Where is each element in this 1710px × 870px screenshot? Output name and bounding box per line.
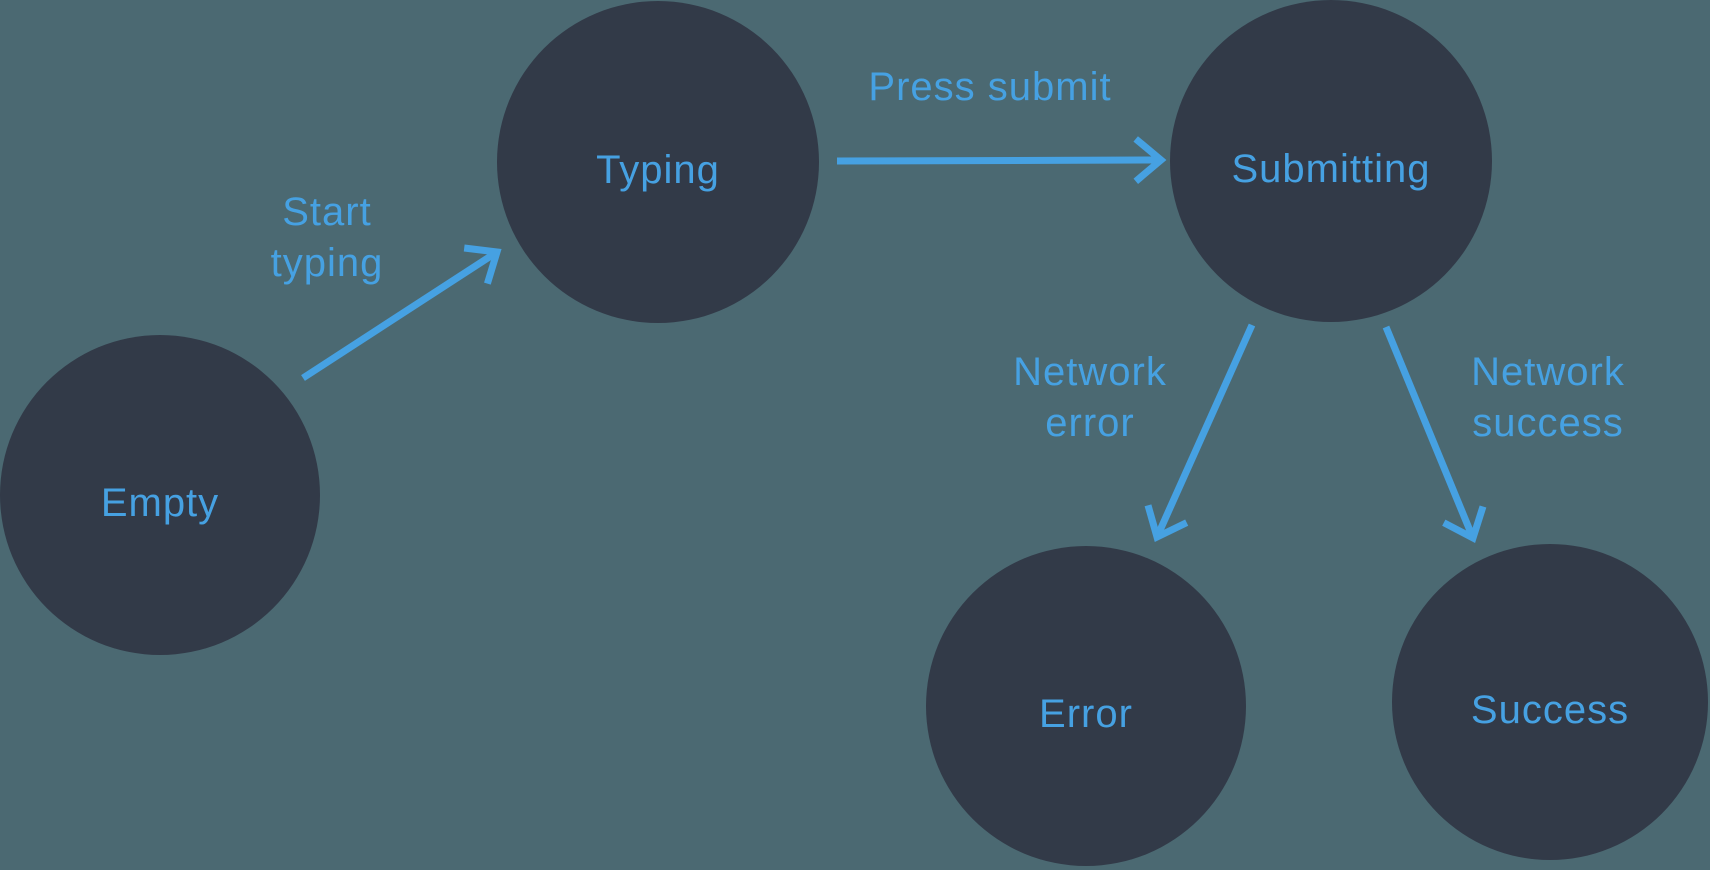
transition-label-press-submit: Press submit — [868, 65, 1111, 109]
transition-label-network-error-line2: error — [1045, 401, 1134, 445]
transition-label-network-error-line1: Network — [1013, 350, 1167, 394]
state-label-empty: Empty — [101, 481, 219, 525]
transition-label-network-success-line1: Network — [1471, 350, 1625, 394]
state-node-submitting — [1170, 0, 1492, 322]
arrowhead-icon-network-success — [1442, 505, 1487, 544]
transition-arrow-press-submit — [836, 156, 1159, 165]
state-node-error — [926, 546, 1246, 866]
arrowhead-icon-press-submit — [1133, 136, 1167, 184]
transition-label-start-typing-line1: Start — [282, 190, 371, 234]
transition-label-network-success-line2: success — [1472, 401, 1624, 445]
state-node-empty — [0, 335, 320, 655]
transition-arrow-network-success — [1382, 325, 1476, 537]
state-label-error: Error — [1039, 692, 1133, 736]
transition-label-start-typing-line2: typing — [271, 241, 384, 285]
state-label-submitting: Submitting — [1232, 147, 1431, 191]
state-label-success: Success — [1471, 688, 1629, 732]
transition-arrow-network-error — [1155, 323, 1256, 536]
state-node-typing — [497, 1, 819, 323]
state-label-typing: Typing — [596, 148, 720, 192]
state-node-success — [1392, 544, 1708, 860]
transition-arrow-start-typing — [301, 250, 497, 381]
arrowhead-icon-network-error — [1144, 504, 1189, 542]
arrowhead-icon-start-typing — [463, 244, 502, 285]
